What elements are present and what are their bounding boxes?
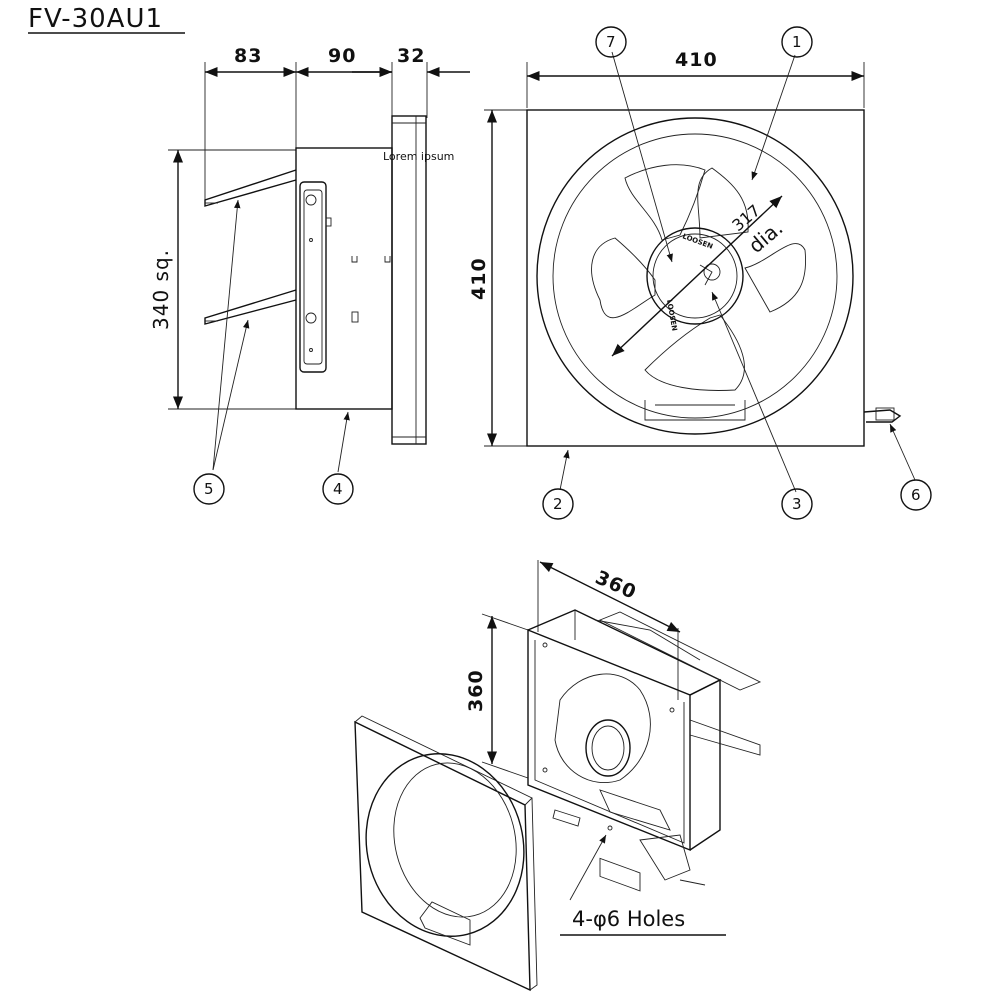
front-dim-height-text: 410 — [468, 257, 490, 300]
dim-height-text: 340 sq. — [149, 249, 173, 330]
side-view: 83 90 32 340 sq. Lorem ipsum — [149, 45, 470, 473]
front-dim-width-text: 410 — [675, 49, 718, 71]
side-label-text: Lorem ipsum — [383, 150, 454, 163]
fan-blade-4 — [591, 237, 656, 319]
terminal-plate — [299, 181, 327, 373]
callout-3: 3 — [781, 488, 813, 520]
iso-front-panel — [354, 720, 531, 992]
callout-4: 4 — [322, 473, 354, 505]
fan-blade-2 — [744, 243, 807, 313]
callout-2: 2 — [542, 488, 574, 520]
iso-fan-blades — [554, 673, 651, 784]
front-frame-side — [391, 115, 427, 445]
iso-fan-hub — [585, 719, 631, 777]
dim-line-317 — [611, 195, 783, 357]
iso-housing — [527, 628, 691, 852]
fan-blade-3 — [644, 314, 745, 391]
dim-frame-text: 32 — [397, 45, 425, 67]
holes-leader — [569, 834, 607, 901]
svg-text:1: 1 — [792, 33, 802, 51]
callout-7: 7 — [595, 26, 627, 58]
svg-text:7: 7 — [606, 33, 616, 51]
svg-text:3: 3 — [792, 495, 802, 513]
callout-5: 5 — [193, 473, 225, 505]
front-panel — [526, 109, 865, 447]
svg-text:6: 6 — [911, 486, 921, 504]
dim-rear-text: 83 — [234, 45, 262, 67]
svg-text:4: 4 — [333, 480, 343, 498]
model-title: FV-30AU1 — [28, 4, 163, 34]
svg-text:5: 5 — [204, 480, 214, 498]
hub-text-top: LOOSEN — [681, 232, 714, 250]
dim-line-360-w — [539, 561, 681, 633]
holes-label-text: 4-φ6 Holes — [572, 907, 685, 931]
shutter-lower — [204, 289, 297, 325]
shutter-upper — [204, 169, 297, 207]
iso-dim-width-text: 360 — [592, 566, 640, 603]
iso-dim-height-text: 360 — [465, 669, 487, 712]
power-cord — [863, 409, 902, 423]
callout-1: 1 — [781, 26, 813, 58]
svg-text:2: 2 — [553, 495, 563, 513]
iso-front-ring — [365, 753, 525, 937]
isometric-view: 360 360 — [354, 560, 762, 992]
body-housing — [295, 147, 393, 410]
dim-body-text: 90 — [328, 45, 356, 67]
front-view: 410 410 LOOSEN LOOSEN 317 dia. — [468, 49, 916, 493]
outer-ring — [536, 117, 854, 435]
callout-6: 6 — [900, 479, 932, 511]
